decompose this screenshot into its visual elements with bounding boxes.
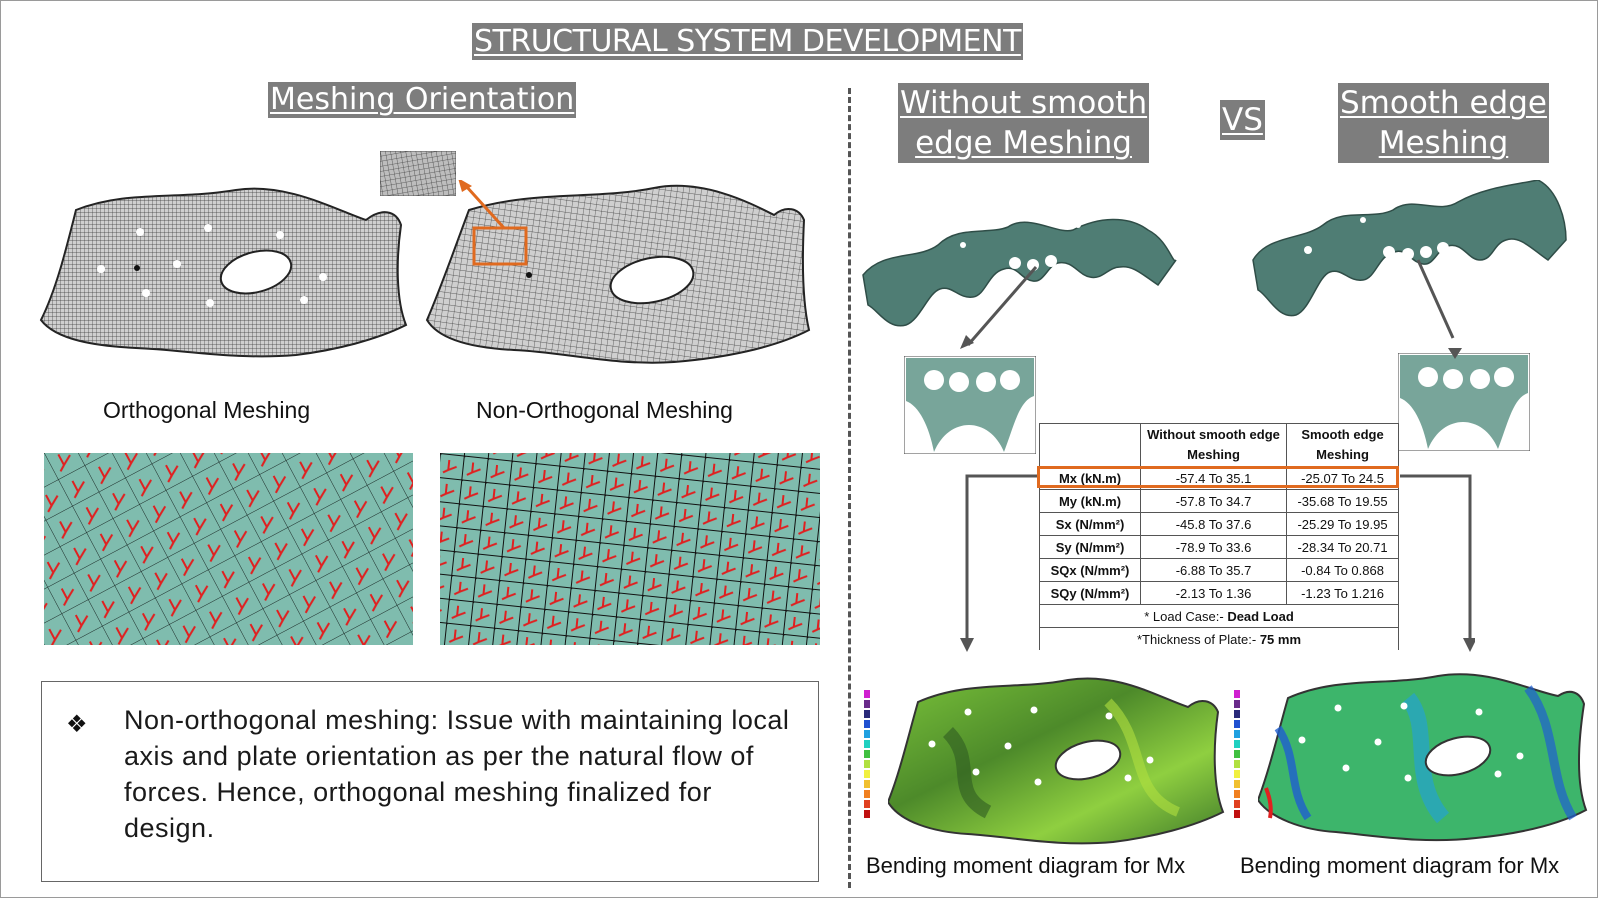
- row-label: My (kN.m): [1039, 489, 1141, 513]
- row-value-without: -45.8 To 37.6: [1139, 512, 1288, 536]
- table-header-smooth: Smooth edge Meshing: [1286, 423, 1399, 467]
- connector-arrows: [960, 474, 1475, 652]
- results-table: Without smooth edge Meshing Smooth edge …: [1039, 423, 1399, 650]
- thickness-label: *Thickness of Plate:-: [1136, 631, 1260, 647]
- edge-detail-smooth: [1398, 353, 1530, 451]
- load-case-note: * Load Case:- Dead Load: [1039, 604, 1399, 628]
- mx-row-highlight: [1037, 466, 1399, 488]
- slide-title: STRUCTURAL SYSTEM DEVELOPMENT: [472, 23, 1023, 60]
- shell-without-smooth-edge-image: [862, 218, 1177, 349]
- table-row: Sx (N/mm²) -45.8 To 37.6 -25.29 To 19.95: [1039, 512, 1399, 536]
- load-case-label: * Load Case:-: [1144, 608, 1228, 624]
- legend-scale-icon: [864, 690, 870, 818]
- smooth-edge-heading-line2: Meshing: [1378, 125, 1509, 161]
- row-label: Sy (N/mm²): [1039, 535, 1141, 559]
- table-row: My (kN.m) -57.8 To 34.7 -35.68 To 19.55: [1039, 489, 1399, 513]
- bending-moment-diagram-left: [888, 677, 1225, 845]
- load-case-value: Dead Load: [1227, 608, 1294, 624]
- non-orthogonal-mesh-image: [425, 180, 811, 364]
- orthogonal-caption: Orthogonal Meshing: [103, 397, 311, 423]
- thickness-row: *Thickness of Plate:- 75 mm: [1039, 627, 1399, 650]
- orthogonal-mesh-image: [39, 187, 408, 358]
- row-label: SQx (N/mm²): [1039, 558, 1141, 582]
- without-smooth-heading-line1: Without smooth: [900, 85, 1148, 121]
- diamond-bullet-icon: ❖: [66, 711, 88, 738]
- row-value-without: -57.8 To 34.7: [1139, 489, 1288, 513]
- thickness-note: *Thickness of Plate:- 75 mm: [1039, 627, 1399, 650]
- bending-moment-caption-right: Bending moment diagram for Mx: [1240, 853, 1560, 878]
- vs-label: VS: [1220, 100, 1265, 140]
- without-smooth-heading: Without smooth edge Meshing: [898, 83, 1150, 163]
- mesh-zoom-inset: [380, 151, 456, 196]
- row-label: Sx (N/mm²): [1039, 512, 1141, 536]
- conclusion-note-box: ❖ Non-orthogonal meshing: Issue with mai…: [41, 681, 819, 882]
- color-legend-right: [1234, 680, 1250, 833]
- row-value-smooth: -35.68 To 19.55: [1286, 489, 1399, 513]
- smooth-edge-heading: Smooth edge Meshing: [1338, 83, 1549, 163]
- conclusion-note-text: Non-orthogonal meshing: Issue with maint…: [124, 705, 790, 843]
- thickness-value: 75 mm: [1259, 631, 1302, 647]
- arrow-down-icon: [1448, 348, 1462, 359]
- row-value-smooth: -1.23 To 1.216: [1286, 581, 1399, 605]
- bending-moment-caption-left: Bending moment diagram for Mx: [866, 853, 1186, 878]
- table-header-row: Without smooth edge Meshing Smooth edge …: [1039, 423, 1399, 467]
- without-smooth-heading-line2: edge Meshing: [915, 125, 1132, 161]
- bending-moment-diagram-right: [1258, 673, 1588, 842]
- color-legend-left: [864, 680, 880, 833]
- row-value-without: -2.13 To 1.36: [1139, 581, 1288, 605]
- non-orthogonal-local-axis-image: [440, 453, 820, 645]
- edge-detail-without-smooth: [904, 356, 1036, 454]
- table-header-empty: [1039, 423, 1141, 467]
- row-value-without: -6.88 To 35.7: [1139, 558, 1288, 582]
- orthogonal-local-axis-image: [44, 453, 413, 645]
- non-orthogonal-caption: Non-Orthogonal Meshing: [476, 397, 733, 423]
- table-row: SQy (N/mm²) -2.13 To 1.36 -1.23 To 1.216: [1039, 581, 1399, 605]
- table-row: SQx (N/mm²) -6.88 To 35.7 -0.84 To 0.868: [1039, 558, 1399, 582]
- meshing-orientation-heading: Meshing Orientation: [268, 82, 577, 118]
- smooth-edge-heading-line1: Smooth edge: [1340, 85, 1547, 121]
- table-row: Sy (N/mm²) -78.9 To 33.6 -28.34 To 20.71: [1039, 535, 1399, 559]
- legend-scale-icon: [1234, 690, 1240, 818]
- shell-smooth-edge-image: [1252, 180, 1567, 339]
- table-header-without: Without smooth edge Meshing: [1139, 423, 1288, 467]
- section-divider: [848, 88, 851, 888]
- load-case-row: * Load Case:- Dead Load: [1039, 604, 1399, 628]
- row-value-smooth: -25.29 To 19.95: [1286, 512, 1399, 536]
